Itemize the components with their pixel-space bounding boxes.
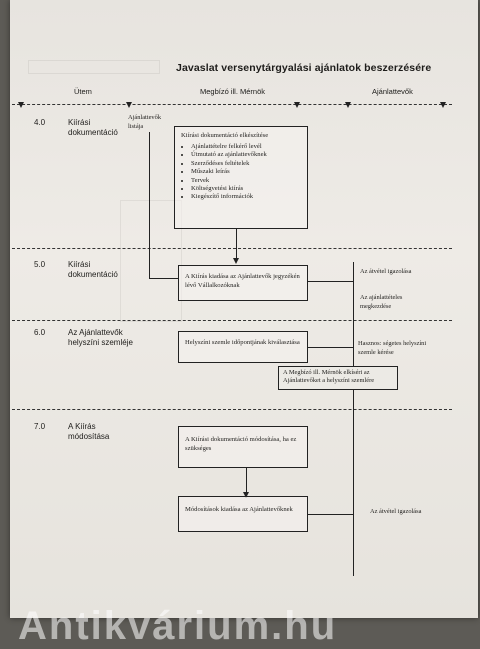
step-label: Az Ajánlattevők helyszíni szemléje: [68, 328, 133, 347]
bid-preparation-start: Az ajánlattételes megkezdése: [360, 294, 403, 310]
marker-arrow: [126, 102, 132, 108]
list-item: Útmutató az ajánlattevőknek: [191, 151, 301, 159]
header-divider: [12, 104, 452, 105]
site-visit-request: Hasznos: ségetes helyszíni szemle kérése: [358, 340, 427, 356]
section-divider: [12, 320, 452, 321]
column-header-bidders: Ajánlattevők: [372, 87, 413, 96]
list-item: Szerződéses feltételek: [191, 160, 301, 168]
bidder-list-connector: [149, 132, 150, 278]
step-number: 6.0: [34, 328, 46, 337]
watermark: Antikvárium.hu: [18, 604, 338, 648]
ghost-mark: [28, 60, 160, 74]
list-item: Kiegészítő információk: [191, 193, 301, 201]
step-label: A Kiírás módosítása: [68, 422, 110, 441]
step-number: 5.0: [34, 260, 46, 269]
bidder-list-connector: [149, 278, 179, 279]
modify-documentation-box: A Kiírási dokumentáció módosítása, ha ez…: [178, 426, 308, 468]
list-item: Ajánlattételre felkérő levél: [191, 143, 301, 151]
flow-connector: [246, 468, 247, 493]
flow-connector: [236, 229, 237, 259]
bidder-list-label: Ajánlattevők listája: [128, 114, 162, 130]
step-number: 7.0: [34, 422, 46, 431]
box-title: Kiírási dokumentáció elkészítése: [181, 132, 269, 139]
flow-connector: [308, 347, 353, 348]
prepare-documentation-box: Kiírási dokumentáció elkészítése Ajánlat…: [174, 126, 308, 229]
flow-arrow: [233, 258, 239, 264]
column-header-stage: Ütem: [74, 87, 92, 96]
list-item: Költségvetési kiírás: [191, 185, 301, 193]
flow-connector: [308, 514, 353, 515]
marker-arrow: [18, 102, 24, 108]
list-item: Tervek: [191, 177, 301, 185]
site-visit-date-box: Helyszíni szemle időpontjának kiválasztá…: [178, 331, 308, 363]
step-label: Kiírási dokumentáció: [68, 260, 118, 279]
document-page: Javaslat versenytárgyalási ajánlatok bes…: [10, 0, 478, 618]
issue-modifications-box: Módosítások kiadása az Ajánlattevőknek: [178, 496, 308, 532]
flow-arrow: [243, 492, 249, 498]
section-divider: [12, 409, 452, 410]
documentation-list: Ajánlattételre felkérő levél Útmutató az…: [181, 143, 301, 202]
issue-tender-box: A Kiírás kiadása az Ajánlattevők jegyzék…: [178, 265, 308, 301]
escort-site-visit-box: A Megbízó ill. Mérnök elkíséri az Ajánla…: [278, 366, 398, 390]
receipt-confirmation: Az átvétel igazolása: [370, 508, 422, 515]
section-divider: [12, 248, 452, 249]
page-title: Javaslat versenytárgyalási ajánlatok bes…: [176, 62, 432, 74]
marker-arrow: [440, 102, 446, 108]
flow-connector: [308, 281, 353, 282]
marker-arrow: [294, 102, 300, 108]
marker-arrow: [345, 102, 351, 108]
bidder-lane-line: [353, 262, 354, 576]
list-item: Műszaki leírás: [191, 168, 301, 176]
receipt-confirmation: Az átvétel igazolása: [360, 268, 412, 275]
ghost-mark: [120, 200, 182, 322]
step-label: Kiírási dokumentáció: [68, 118, 118, 137]
step-number: 4.0: [34, 118, 46, 127]
column-header-client: Megbízó ill. Mérnök: [200, 87, 266, 96]
